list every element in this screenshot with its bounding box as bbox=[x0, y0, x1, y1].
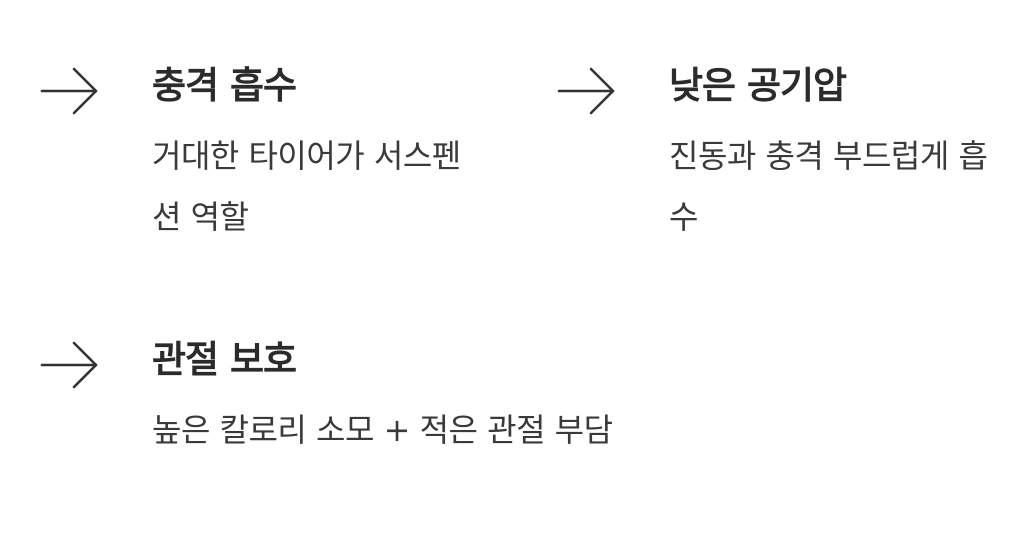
feature-title: 충격 흡수 bbox=[152, 64, 297, 107]
feature-description: 진동과 충격 부드럽게 흡수 bbox=[669, 137, 988, 236]
arrow-right-icon bbox=[40, 338, 100, 392]
arrow-right-icon bbox=[557, 64, 617, 118]
feature-text: 충격 흡수 거대한 타이어가 서스펜션 역할 bbox=[152, 64, 482, 248]
feature-text: 관절 보호 높은 칼로리 소모 + 적은 관절 부담 bbox=[152, 338, 712, 461]
feature-description: 높은 칼로리 소모 + 적은 관절 부담 bbox=[152, 411, 613, 449]
feature-title: 낮은 공기압 bbox=[669, 64, 847, 107]
feature-text: 낮은 공기압 진동과 충격 부드럽게 흡수 bbox=[669, 64, 999, 248]
feature-title: 관절 보호 bbox=[152, 338, 297, 381]
arrow-right-icon bbox=[40, 64, 100, 118]
feature-description: 거대한 타이어가 서스펜션 역할 bbox=[152, 137, 461, 236]
